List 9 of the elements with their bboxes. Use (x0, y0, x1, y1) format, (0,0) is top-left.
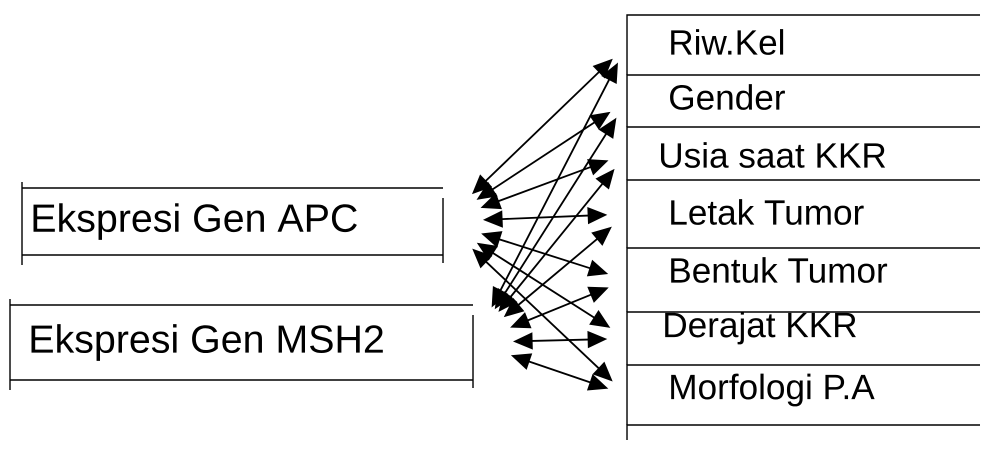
variable-cell: Morfologi P.A (626, 364, 980, 425)
variable-cell: Derajat KKR (626, 311, 980, 365)
variable-cell: Gender (626, 74, 980, 127)
variable-cell: Bentuk Tumor (626, 247, 980, 312)
variable-cell: Riw.Kel (626, 14, 980, 75)
variable-cell: Letak Tumor (626, 179, 980, 248)
gene-box: Ekspresi Gen MSH2 (9, 298, 474, 391)
variable-cell: Usia saat KKR (626, 126, 980, 180)
gene-box: Ekspresi Gen APC (21, 181, 444, 266)
